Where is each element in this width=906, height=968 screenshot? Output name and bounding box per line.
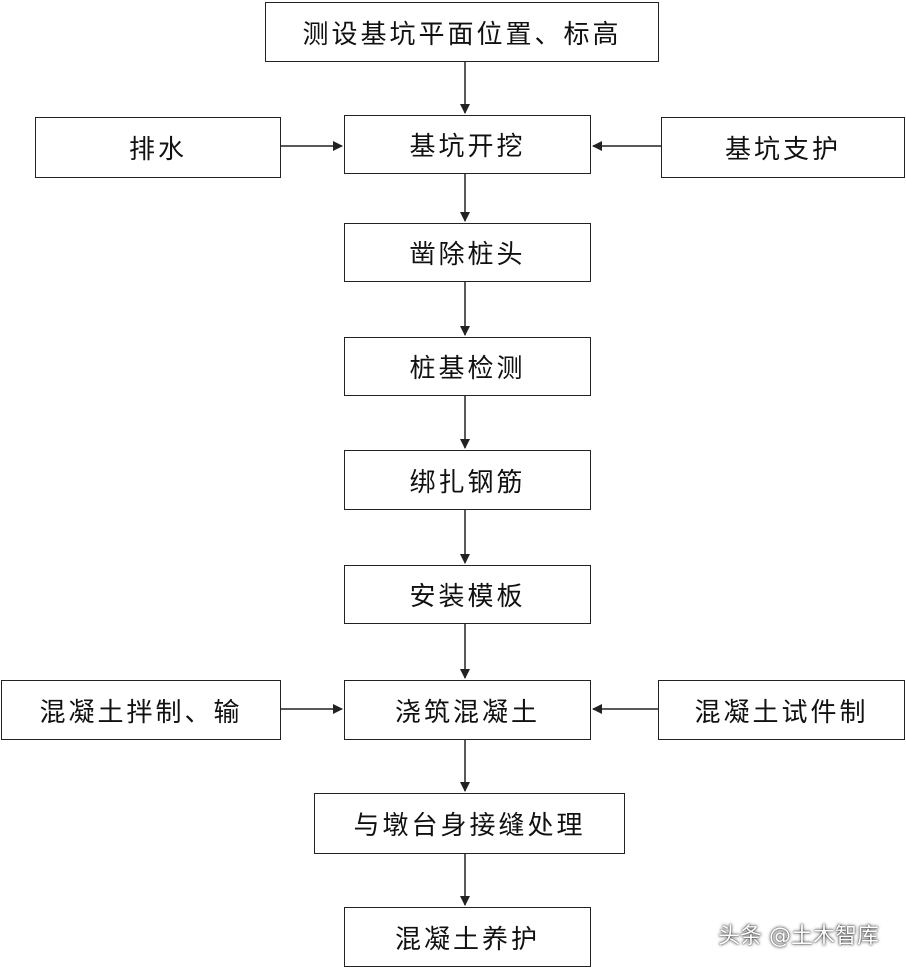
node-pile-head: 凿除桩头 [344,223,591,282]
node-support: 基坑支护 [661,117,905,178]
node-curing: 混凝土养护 [344,907,591,967]
node-pile-test: 桩基检测 [344,337,591,396]
node-joint: 与墩台身接缝处理 [314,793,625,854]
node-test-specimen: 混凝土试件制 [658,680,905,740]
node-rebar: 绑扎钢筋 [344,450,591,510]
node-concrete-mix: 混凝土拌制、输 [1,680,281,740]
watermark: 头条 @土木智库 [718,924,879,949]
node-survey: 测设基坑平面位置、标高 [265,2,659,62]
node-pour: 浇筑混凝土 [344,680,591,740]
node-formwork: 安装模板 [344,565,591,624]
node-drainage: 排水 [35,117,281,178]
node-excavation: 基坑开挖 [344,115,591,174]
